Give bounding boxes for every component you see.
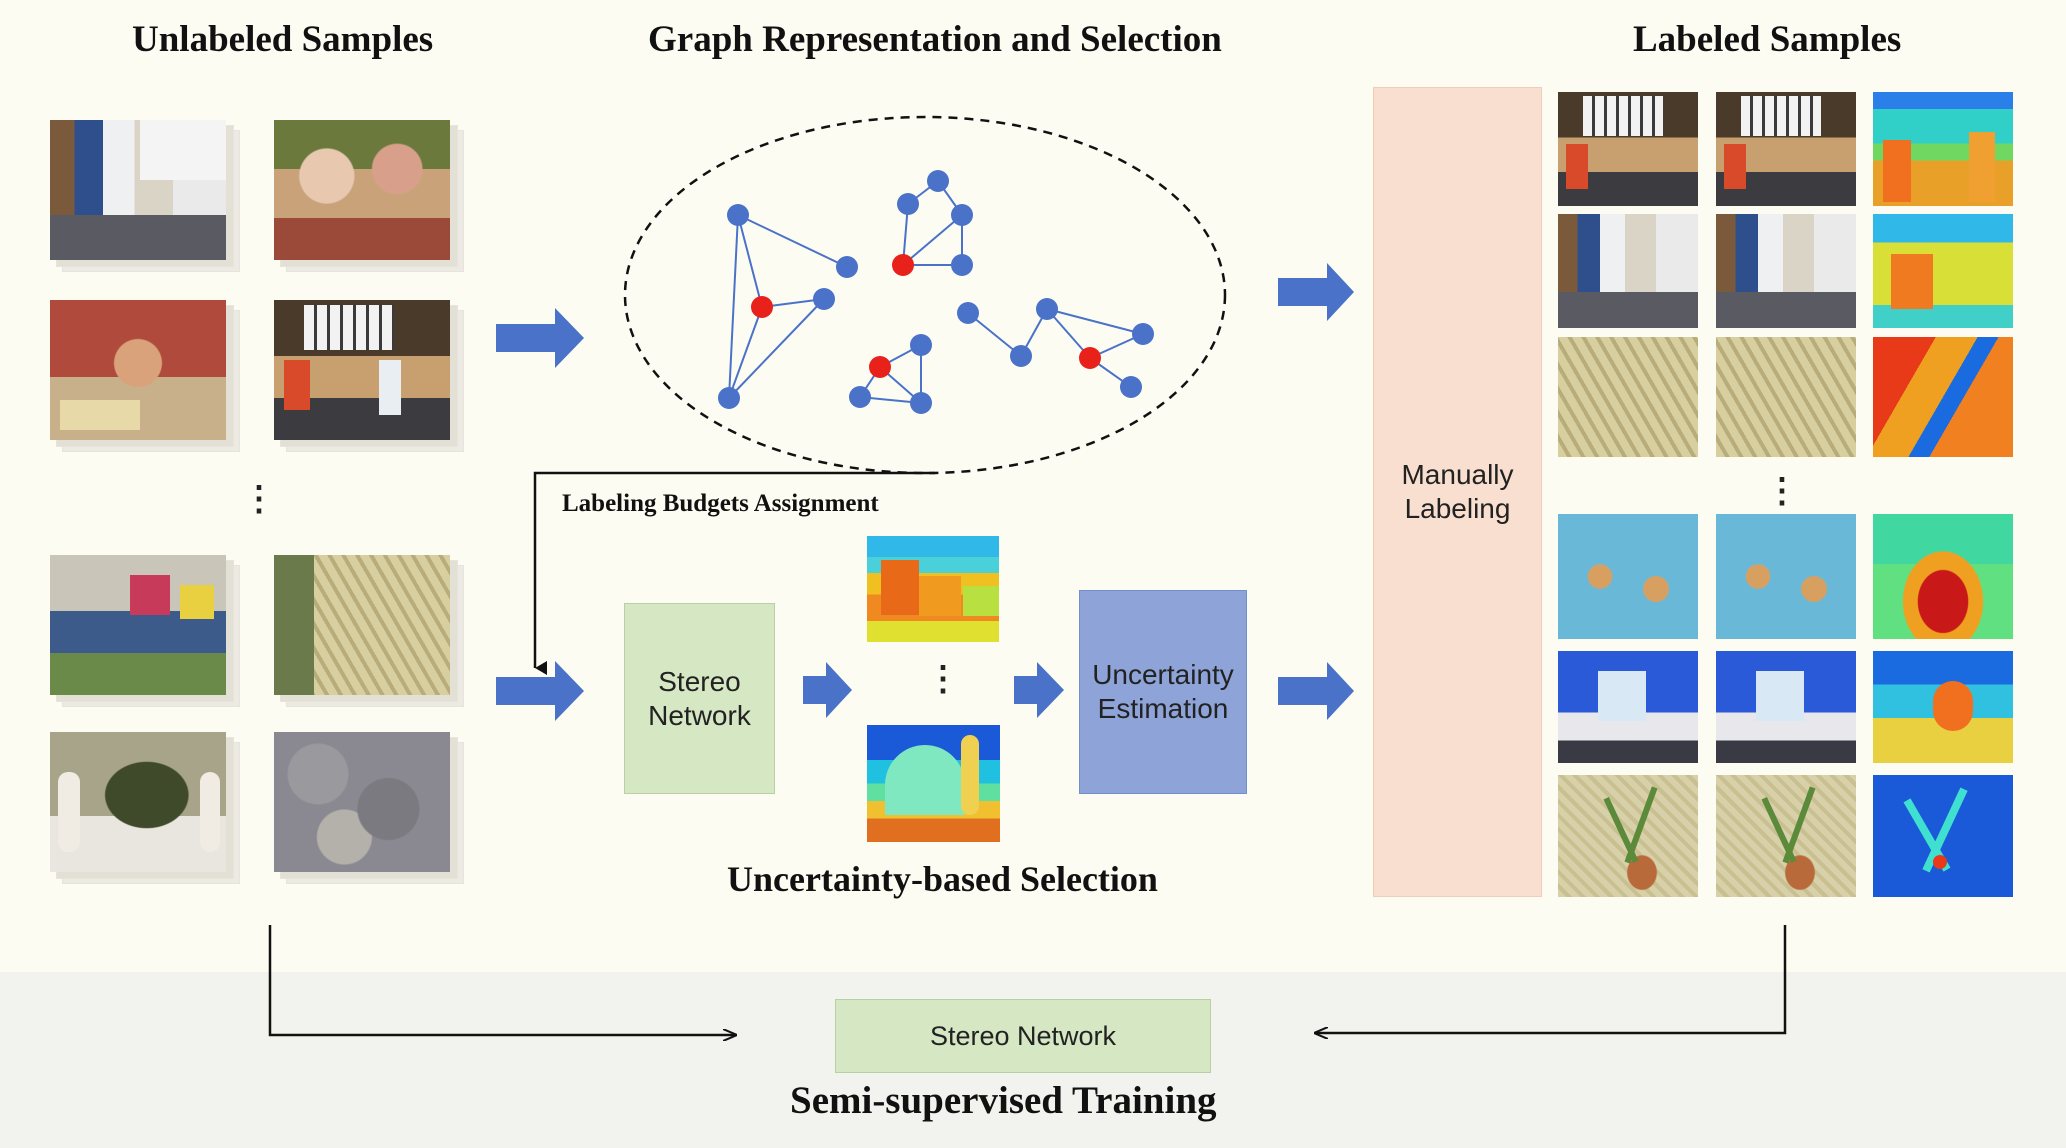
labeled-ellipsis: ⋮ bbox=[1765, 472, 1799, 510]
unlabeled-to-training-connector bbox=[268, 925, 736, 1035]
graph-node-selected bbox=[869, 356, 891, 378]
labeled-samples-title: Labeled Samples bbox=[1633, 19, 1902, 60]
labeled-right-books bbox=[1716, 214, 1856, 328]
labeled-right-blanket bbox=[1716, 514, 1856, 639]
labeled-right-window bbox=[1716, 92, 1856, 206]
unlabeled-ellipsis: ⋮ bbox=[242, 480, 276, 518]
unlabeled-sample-rocks bbox=[274, 732, 464, 884]
labeled-disparity-window bbox=[1873, 92, 2013, 206]
unlabeled-sample-gifts bbox=[50, 555, 240, 707]
graph-node bbox=[718, 387, 740, 409]
graph-node bbox=[813, 288, 835, 310]
uncertainty-estimation-box: Uncertainty Estimation bbox=[1079, 590, 1247, 794]
graph-node-selected bbox=[1079, 347, 1101, 369]
graph-nodes bbox=[718, 170, 1154, 414]
graph-node bbox=[1010, 345, 1032, 367]
labeled-right-plant bbox=[1716, 775, 1856, 897]
unlabeled-sample-window bbox=[274, 300, 464, 452]
graph-node bbox=[849, 386, 871, 408]
graph-node bbox=[927, 170, 949, 192]
stereo-network-training-box: Stereo Network bbox=[835, 999, 1211, 1073]
graph-node bbox=[727, 204, 749, 226]
stereo-network-box: Stereo Network bbox=[624, 603, 775, 794]
graph-node bbox=[910, 392, 932, 414]
graph-node bbox=[897, 193, 919, 215]
arrow-graph-to-labeling bbox=[1278, 263, 1354, 321]
graph-node-selected bbox=[751, 296, 773, 318]
disparity-ellipsis: ⋮ bbox=[926, 660, 960, 698]
stereo-network-training-label: Stereo Network bbox=[929, 1021, 1117, 1051]
disparity-prediction-bottom bbox=[867, 725, 1000, 842]
arrow-uncertainty-to-labeling bbox=[1278, 662, 1354, 720]
graph-node bbox=[1132, 323, 1154, 345]
labeling-budgets-label: Labeling Budgets Assignment bbox=[562, 490, 879, 517]
graph-representation-title: Graph Representation and Selection bbox=[648, 19, 1222, 60]
unlabeled-sample-cloth bbox=[274, 555, 464, 707]
unlabeled-sample-bowling bbox=[50, 732, 240, 884]
graph-node bbox=[1120, 376, 1142, 398]
labeled-disparity-blanket bbox=[1873, 514, 2013, 639]
labeled-left-window bbox=[1558, 92, 1698, 206]
labeled-disparity-books bbox=[1873, 214, 2013, 328]
uncertainty-selection-title: Uncertainty-based Selection bbox=[727, 859, 1158, 899]
arrow-unlabeled-to-graph bbox=[496, 308, 584, 368]
disparity-prediction-top bbox=[867, 536, 999, 642]
unlabeled-sample-dolls bbox=[274, 120, 464, 272]
labeled-to-training-connector bbox=[1315, 925, 1787, 1033]
manually-labeling-box: Manually Labeling bbox=[1373, 87, 1542, 897]
labeled-left-plant bbox=[1558, 775, 1698, 897]
arrow-unlabeled-to-stereo bbox=[496, 661, 584, 721]
graph-node bbox=[910, 334, 932, 356]
graph-node bbox=[951, 254, 973, 276]
uncertainty-estimation-label: Uncertainty Estimation bbox=[1092, 659, 1234, 724]
graph-ellipse bbox=[623, 115, 1227, 475]
unlabeled-samples-title: Unlabeled Samples bbox=[132, 19, 434, 60]
labeled-left-cloth bbox=[1558, 337, 1698, 457]
labeled-disparity-hats bbox=[1873, 651, 2013, 763]
labeled-right-cloth bbox=[1716, 337, 1856, 457]
labeled-left-books bbox=[1558, 214, 1698, 328]
semi-supervised-title: Semi-supervised Training bbox=[790, 1079, 1217, 1122]
budget-connector bbox=[533, 471, 935, 675]
graph-node-selected bbox=[892, 254, 914, 276]
graph-node bbox=[836, 256, 858, 278]
manually-labeling-label: Manually Labeling bbox=[1401, 459, 1514, 524]
labeled-left-blanket bbox=[1558, 514, 1698, 639]
graph-node bbox=[951, 204, 973, 226]
labeled-left-hats bbox=[1558, 651, 1698, 763]
labeled-right-hats bbox=[1716, 651, 1856, 763]
arrow-stereo-to-disparity bbox=[803, 662, 852, 718]
blue-arrows bbox=[496, 263, 1354, 721]
arrow-disparity-to-uncertainty bbox=[1014, 662, 1064, 718]
graph-node bbox=[957, 302, 979, 324]
labeled-disparity-cloth bbox=[1873, 337, 2013, 457]
graph-edges bbox=[728, 180, 1144, 404]
unlabeled-sample-toy bbox=[50, 300, 240, 452]
stereo-network-label: Stereo Network bbox=[648, 665, 751, 731]
labeled-disparity-plant bbox=[1873, 775, 2013, 897]
unlabeled-sample-books bbox=[50, 120, 240, 272]
graph-node bbox=[1036, 298, 1058, 320]
